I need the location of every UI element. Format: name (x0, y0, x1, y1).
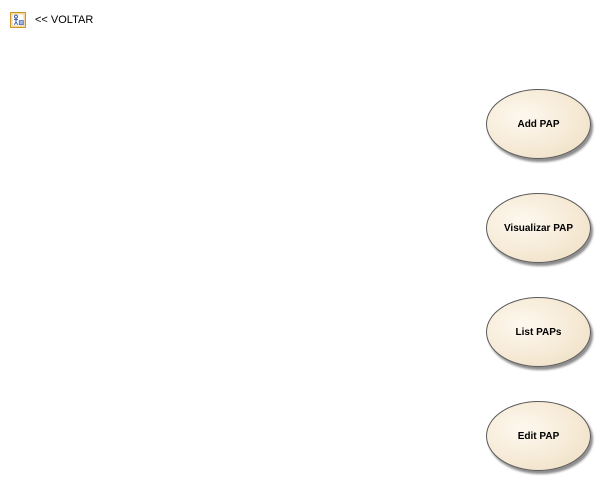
use-case-label: Visualizar PAP (503, 222, 574, 234)
diagram-link-icon (10, 12, 26, 28)
use-case-add-pap[interactable]: Add PAP (486, 89, 591, 159)
back-navigation-link[interactable]: << VOLTAR (10, 11, 93, 29)
use-case-label: Add PAP (517, 118, 560, 130)
use-case-label: List PAPs (515, 326, 562, 338)
use-case-visualizar-pap[interactable]: Visualizar PAP (486, 193, 591, 263)
use-case-label: Edit PAP (517, 430, 560, 442)
use-case-list-paps[interactable]: List PAPs (486, 297, 591, 367)
back-link-label: << VOLTAR (35, 14, 94, 26)
use-case-edit-pap[interactable]: Edit PAP (486, 401, 591, 471)
